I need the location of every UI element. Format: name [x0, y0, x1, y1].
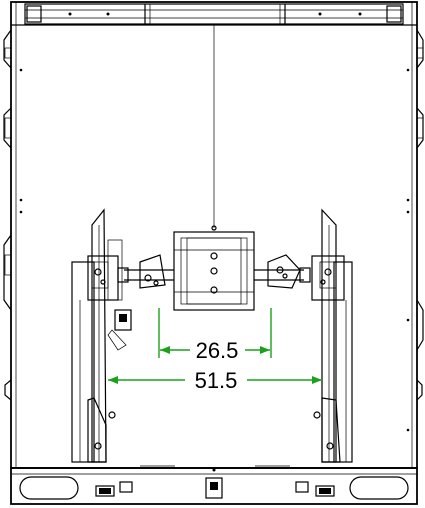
- inner-dimension: 26.5: [158, 308, 272, 363]
- right-upright: [311, 208, 353, 463]
- horizontal-arms: [117, 254, 311, 289]
- right-side-brackets: [406, 29, 424, 432]
- outer-dimension-label: 51.5: [195, 368, 238, 393]
- base-rail: [10, 465, 418, 505]
- top-rail: [24, 3, 404, 25]
- outer-dimension: 51.5: [108, 368, 322, 393]
- left-upright: [71, 208, 132, 463]
- left-side-brackets: [3, 29, 23, 401]
- inner-dimension-label: 26.5: [196, 338, 239, 363]
- center-mount-box: [173, 231, 255, 311]
